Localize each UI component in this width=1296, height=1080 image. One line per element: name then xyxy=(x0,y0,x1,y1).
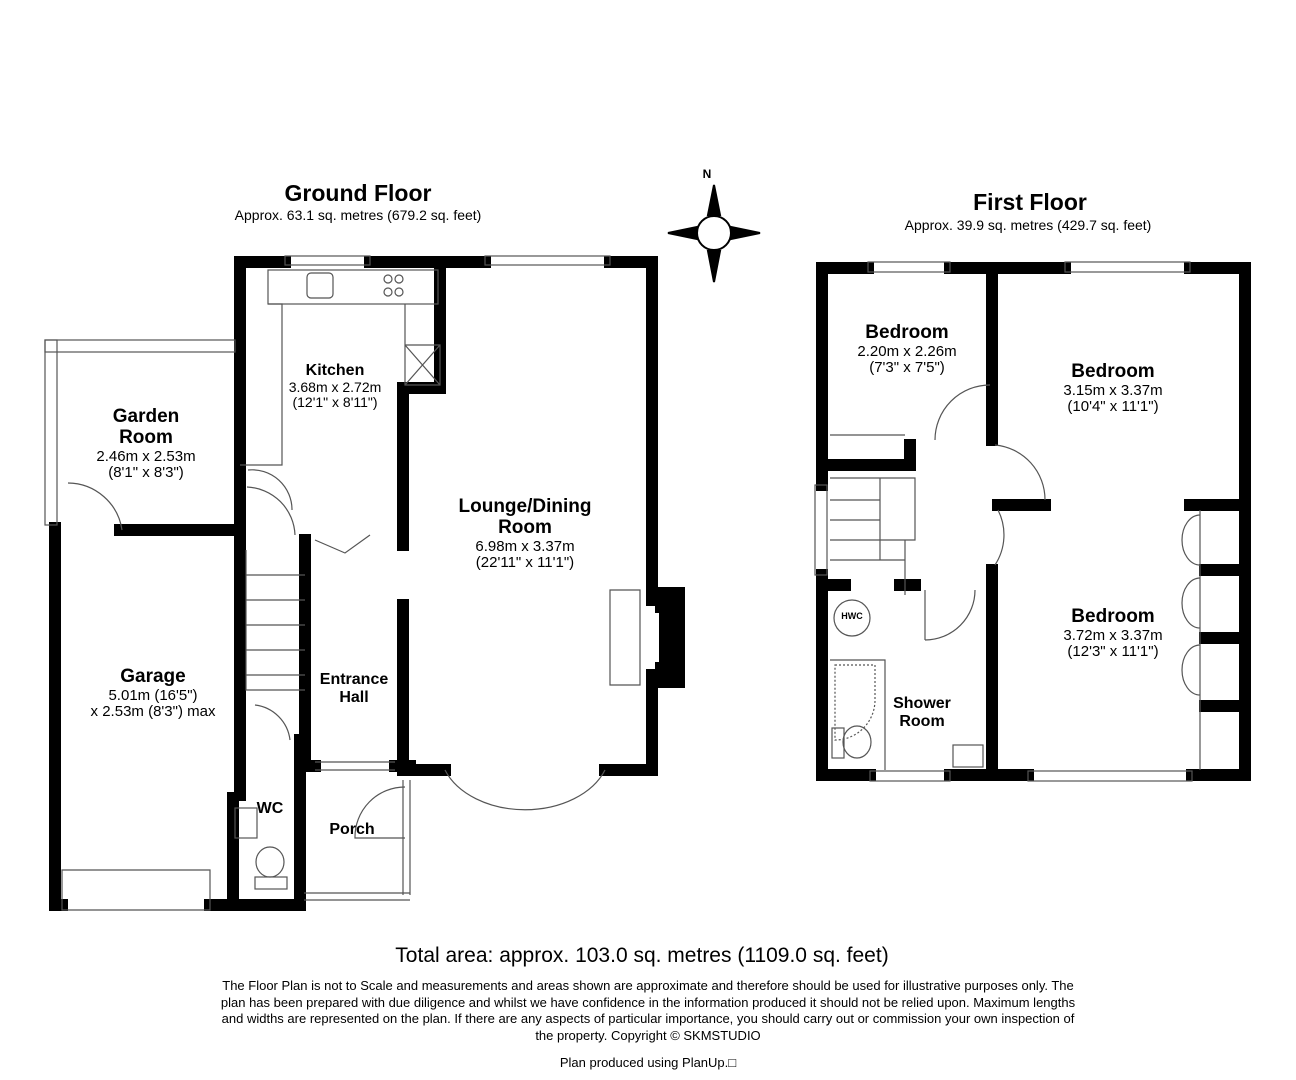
chimney xyxy=(655,587,685,688)
room-name: Lounge/Dining xyxy=(458,496,592,517)
room-name: Entrance xyxy=(319,671,389,688)
room-dimensions-ft: (12'1" x 8'11") xyxy=(292,393,378,410)
room-dimensions-ft: (12'3" x 11'1") xyxy=(1067,643,1159,661)
room-bedroom-small: Bedroom 2.20m x 2.26m (7'3" x 7'5") xyxy=(857,322,957,377)
room-dimensions: 3.68m x 2.72m xyxy=(288,378,382,395)
room-name: Garden xyxy=(112,406,180,427)
total-area: Total area: approx. 103.0 sq. metres (11… xyxy=(395,944,889,967)
room-name-2: Room xyxy=(899,712,945,730)
ground-floor-title: Ground Floor xyxy=(284,180,432,206)
ground-floor-walls xyxy=(49,256,658,911)
room-dimensions-ft: (10'4" x 11'1") xyxy=(1067,398,1159,416)
first-floor-fittings xyxy=(814,261,1201,782)
room-lounge-dining: Lounge/Dining Room 6.98m x 3.37m (22'11"… xyxy=(458,496,592,572)
room-dimensions-ft: (8'1" x 8'3") xyxy=(108,464,184,482)
room-name: Bedroom xyxy=(865,322,949,343)
room-name: Garage xyxy=(120,666,186,687)
room-dimensions: 2.20m x 2.26m xyxy=(857,342,957,360)
hwc-label: HWC xyxy=(841,611,863,621)
plan-produced-note: Plan produced using PlanUp.□ xyxy=(559,1055,737,1070)
room-wc: WC xyxy=(256,800,284,817)
room-dimensions: 5.01m (16'5") xyxy=(108,686,198,704)
first-floor-walls xyxy=(816,262,1251,781)
room-name: Kitchen xyxy=(305,362,365,379)
room-porch: Porch xyxy=(329,821,375,838)
room-shower-room: Shower Room xyxy=(893,695,951,730)
room-dimensions: 2.46m x 2.53m xyxy=(96,447,196,465)
room-name-2: Hall xyxy=(339,688,369,706)
room-name: Shower xyxy=(893,695,951,712)
compass-icon xyxy=(667,184,761,283)
room-dimensions: 3.15m x 3.37m xyxy=(1063,381,1163,399)
room-dimensions-ft: (7'3" x 7'5") xyxy=(869,359,945,377)
room-kitchen: Kitchen 3.68m x 2.72m (12'1" x 8'11") xyxy=(289,362,382,410)
room-dimensions-2: x 2.53m (8'3") max xyxy=(90,703,216,721)
compass-north-label: N xyxy=(702,167,712,181)
room-bedroom-rear: Bedroom 3.15m x 3.37m (10'4" x 11'1") xyxy=(1063,361,1163,416)
room-garden-room: Garden Room 2.46m x 2.53m (8'1" x 8'3") xyxy=(96,406,196,482)
room-dimensions: 3.72m x 3.37m xyxy=(1063,626,1163,644)
room-entrance-hall: Entrance Hall xyxy=(320,671,388,706)
room-name: Bedroom xyxy=(1071,361,1155,382)
room-name: Bedroom xyxy=(1071,606,1155,627)
disclaimer: The Floor Plan is not to Scale and measu… xyxy=(220,978,1076,1043)
room-dimensions-ft: (22'11" x 11'1") xyxy=(475,554,575,572)
room-dimensions: 6.98m x 3.37m xyxy=(475,537,575,555)
first-floor-area: Approx. 39.9 sq. metres (429.7 sq. feet) xyxy=(904,217,1152,233)
ground-floor-fittings xyxy=(44,255,641,911)
ground-floor-area: Approx. 63.1 sq. metres (679.2 sq. feet) xyxy=(234,207,482,223)
room-name-2: Room xyxy=(498,516,552,538)
room-name-2: Room xyxy=(119,426,173,448)
room-garage: Garage 5.01m (16'5") x 2.53m (8'3") max xyxy=(90,666,216,721)
room-bedroom-front: Bedroom 3.72m x 3.37m (12'3" x 11'1") xyxy=(1063,606,1163,661)
first-floor-title: First Floor xyxy=(973,189,1087,215)
